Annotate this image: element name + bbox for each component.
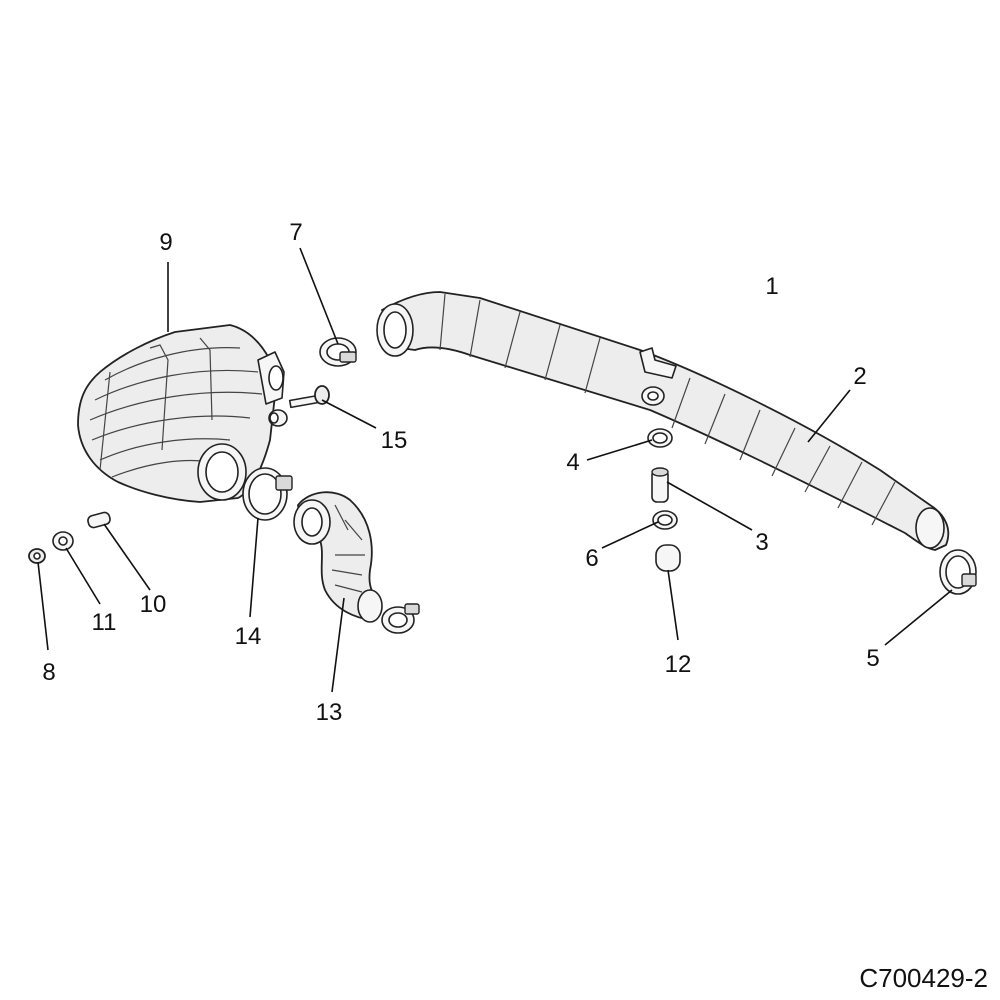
hose-clamp-5: [939, 549, 977, 595]
leader-6: [601, 521, 659, 549]
hose-clamp-6: [652, 510, 678, 530]
callout-6: 6: [585, 545, 598, 572]
callout-10: 10: [140, 591, 167, 618]
bushing-11: [52, 531, 74, 551]
hose-clamp-7: [319, 337, 357, 367]
callout-5: 5: [866, 645, 879, 672]
leader-2: [807, 389, 851, 443]
callout-4: 4: [566, 449, 579, 476]
callout-7: 7: [289, 219, 302, 246]
hose-clamp-14: [242, 467, 293, 521]
leader-4: [586, 439, 653, 461]
leader-10: [103, 523, 151, 591]
drain-fitting-3: [651, 467, 669, 503]
hose-clamp-4: [647, 428, 673, 448]
callout-3: 3: [755, 529, 768, 556]
figure-id: C700429-2: [859, 963, 988, 993]
callout-14: 14: [235, 623, 262, 650]
callout-2: 2: [853, 363, 866, 390]
leader-7: [299, 247, 339, 345]
air-box-housing: [77, 324, 285, 503]
leader-8: [37, 561, 49, 651]
grommet-small: [268, 409, 288, 427]
bolt-15: [288, 385, 330, 409]
callout-9: 9: [159, 229, 172, 256]
callout-8: 8: [42, 659, 55, 686]
leader-11: [65, 547, 101, 605]
leader-14: [249, 517, 259, 618]
callout-11: 11: [92, 609, 117, 636]
callout-12: 12: [665, 651, 692, 678]
callout-1: 1: [765, 273, 778, 300]
air-intake-duct: [376, 291, 950, 551]
elbow-hose-13: [293, 491, 383, 623]
callout-labels: 1 2 3 4 5 6 7 8 9 10 11 12 13 14 15: [42, 219, 879, 726]
nut-8: [28, 548, 46, 564]
hose-clamp-small-13: [381, 603, 420, 634]
spacer-10: [87, 511, 111, 529]
leader-12: [667, 569, 679, 641]
callout-15: 15: [381, 427, 408, 454]
callout-13: 13: [316, 699, 343, 726]
leader-5: [884, 589, 953, 646]
leader-lines: [37, 247, 953, 693]
leader-15: [321, 399, 377, 429]
drain-cap-12: [655, 544, 681, 572]
leader-13: [331, 597, 345, 693]
leader-3: [666, 481, 753, 531]
